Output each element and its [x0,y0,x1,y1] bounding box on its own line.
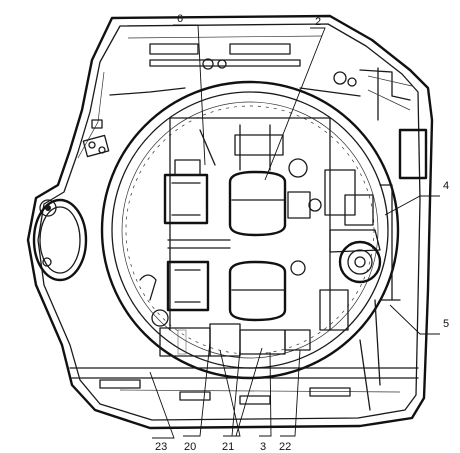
floor-rails [69,367,419,405]
callout-21: 21 [222,441,234,453]
bottom-assemblies [139,274,311,357]
callout-labels: 6 2 4 5 23 20 21 3 22 [155,13,449,453]
interior-frame [167,117,331,331]
seat-lower-left [166,260,210,312]
callout-20: 20 [184,441,196,453]
callout-3: 3 [260,441,266,453]
right-equipment [319,169,401,411]
callout-4: 4 [443,180,449,192]
vent-grille [398,128,428,180]
leader-lines [149,24,440,439]
callout-23: 23 [155,441,167,453]
seat-upper-left [163,159,209,225]
top-rails [109,43,413,121]
callout-2: 2 [315,16,321,28]
callout-6: 6 [177,13,183,25]
side-cover [32,198,88,282]
tank-upper [228,158,322,237]
tank-lower [228,260,306,322]
hull-plates [82,119,110,158]
callout-5: 5 [443,318,449,330]
callout-22: 22 [279,441,291,453]
